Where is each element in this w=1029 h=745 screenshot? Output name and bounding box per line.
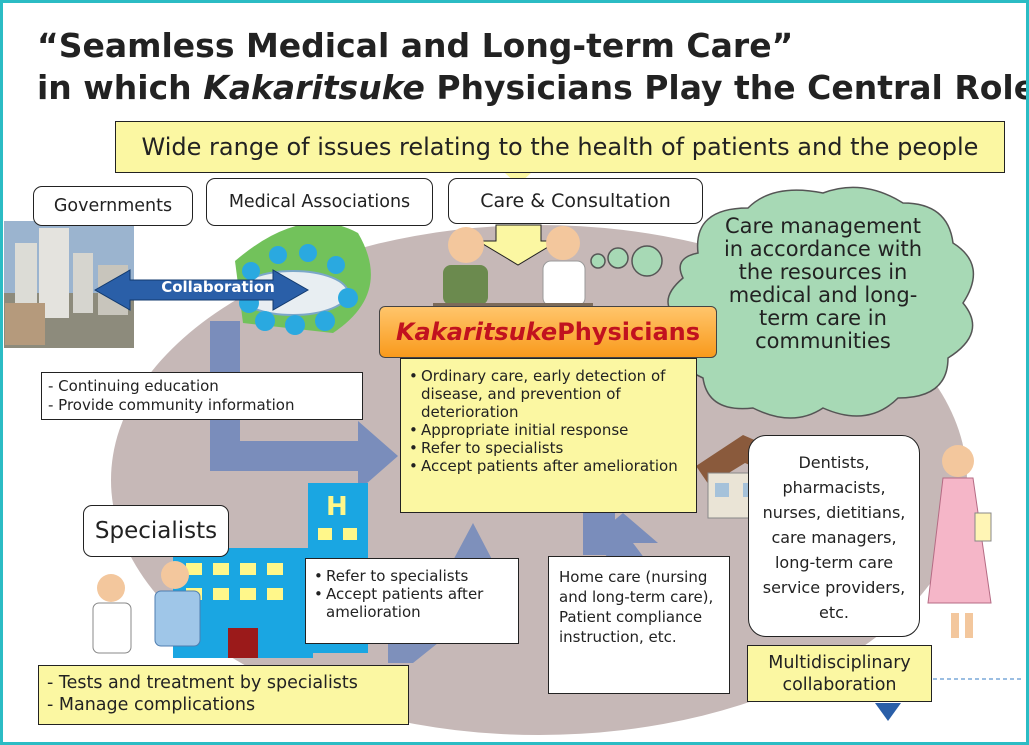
collaboration-label: Collaboration <box>161 278 275 296</box>
multi-line: Multidisciplinary <box>768 652 911 673</box>
tests-line: - Manage complications <box>47 695 256 715</box>
professional-line: service providers, <box>762 578 906 597</box>
tests-line: - Tests and treatment by specialists <box>47 673 358 693</box>
governments-label: Governments <box>33 186 193 226</box>
issues-banner: Wide range of issues relating to the hea… <box>115 121 1005 173</box>
specialists-label: Specialists <box>83 505 229 557</box>
care-consultation-label: Care & Consultation <box>448 178 703 224</box>
role-item: Appropriate initial response <box>409 421 688 439</box>
home-care-box: Home care (nursing and long-term care), … <box>548 556 730 694</box>
title-line-1: “Seamless Medical and Long-term Care” <box>37 26 794 65</box>
professional-line: etc. <box>819 603 849 622</box>
refer-item: Accept patients after amelioration <box>314 585 512 621</box>
cloud-line: Care management <box>725 214 921 238</box>
medical-associations-label: Medical Associations <box>206 178 433 226</box>
multi-line: collaboration <box>782 674 897 695</box>
collaboration-arrow <box>93 269 310 311</box>
cloud-line: medical and long- <box>728 283 918 307</box>
refer-specialists-box: Refer to specialists Accept patients aft… <box>305 558 519 644</box>
thought-bubbles <box>590 245 663 277</box>
role-item: Accept patients after amelioration <box>409 457 688 475</box>
cloud-line: term care in <box>759 306 887 330</box>
title-line-2-post: Physicians Play the Central Role <box>424 68 1029 107</box>
title-line-2-pre: in which <box>37 68 204 107</box>
refer-item: Refer to specialists <box>314 567 512 585</box>
down-pointer <box>875 703 901 721</box>
role-item: Ordinary care, early detection of diseas… <box>409 367 688 421</box>
multidisciplinary-professionals-box: Dentists, pharmacists, nurses, dietitian… <box>748 435 920 637</box>
cloud-line: in accordance with <box>723 237 923 261</box>
professional-line: care managers, <box>771 528 897 547</box>
specialist-patient-illustration <box>92 561 201 654</box>
professional-line: Dentists, <box>798 453 870 472</box>
professional-line: long-term care <box>774 553 894 572</box>
continuing-education-box: - Continuing education - Provide communi… <box>41 372 363 420</box>
kakaritsuke-roles-box: Ordinary care, early detection of diseas… <box>400 358 697 513</box>
kakaritsuke-italic: Kakaritsuke <box>395 318 558 346</box>
meeting-table-image <box>235 222 371 335</box>
multidisciplinary-collaboration-label: Multidisciplinary collaboration <box>747 645 932 702</box>
page-title: “Seamless Medical and Long-term Care” in… <box>37 25 1026 109</box>
professional-line: pharmacists, <box>782 478 886 497</box>
continuing-line: - Continuing education <box>48 377 219 395</box>
cloud-line: the resources in <box>738 260 908 284</box>
continuing-line: - Provide community information <box>48 396 295 414</box>
title-line-2: in which Kakaritsuke Physicians Play the… <box>37 67 1026 109</box>
tests-treatment-box: - Tests and treatment by specialists - M… <box>38 665 409 725</box>
professional-line: nurses, dietitians, <box>762 503 906 522</box>
role-item: Refer to specialists <box>409 439 688 457</box>
cloud-line: communities <box>755 329 891 353</box>
svg-text:H: H <box>326 492 348 522</box>
care-management-text: Care management in accordance with the r… <box>698 215 948 353</box>
title-line-2-italic: Kakaritsuke <box>203 68 425 107</box>
kakaritsuke-physicians-heading: Kakaritsuke Physicians <box>379 306 717 358</box>
physicians-text: Physicians <box>557 318 701 346</box>
nurse-illustration <box>927 445 992 638</box>
